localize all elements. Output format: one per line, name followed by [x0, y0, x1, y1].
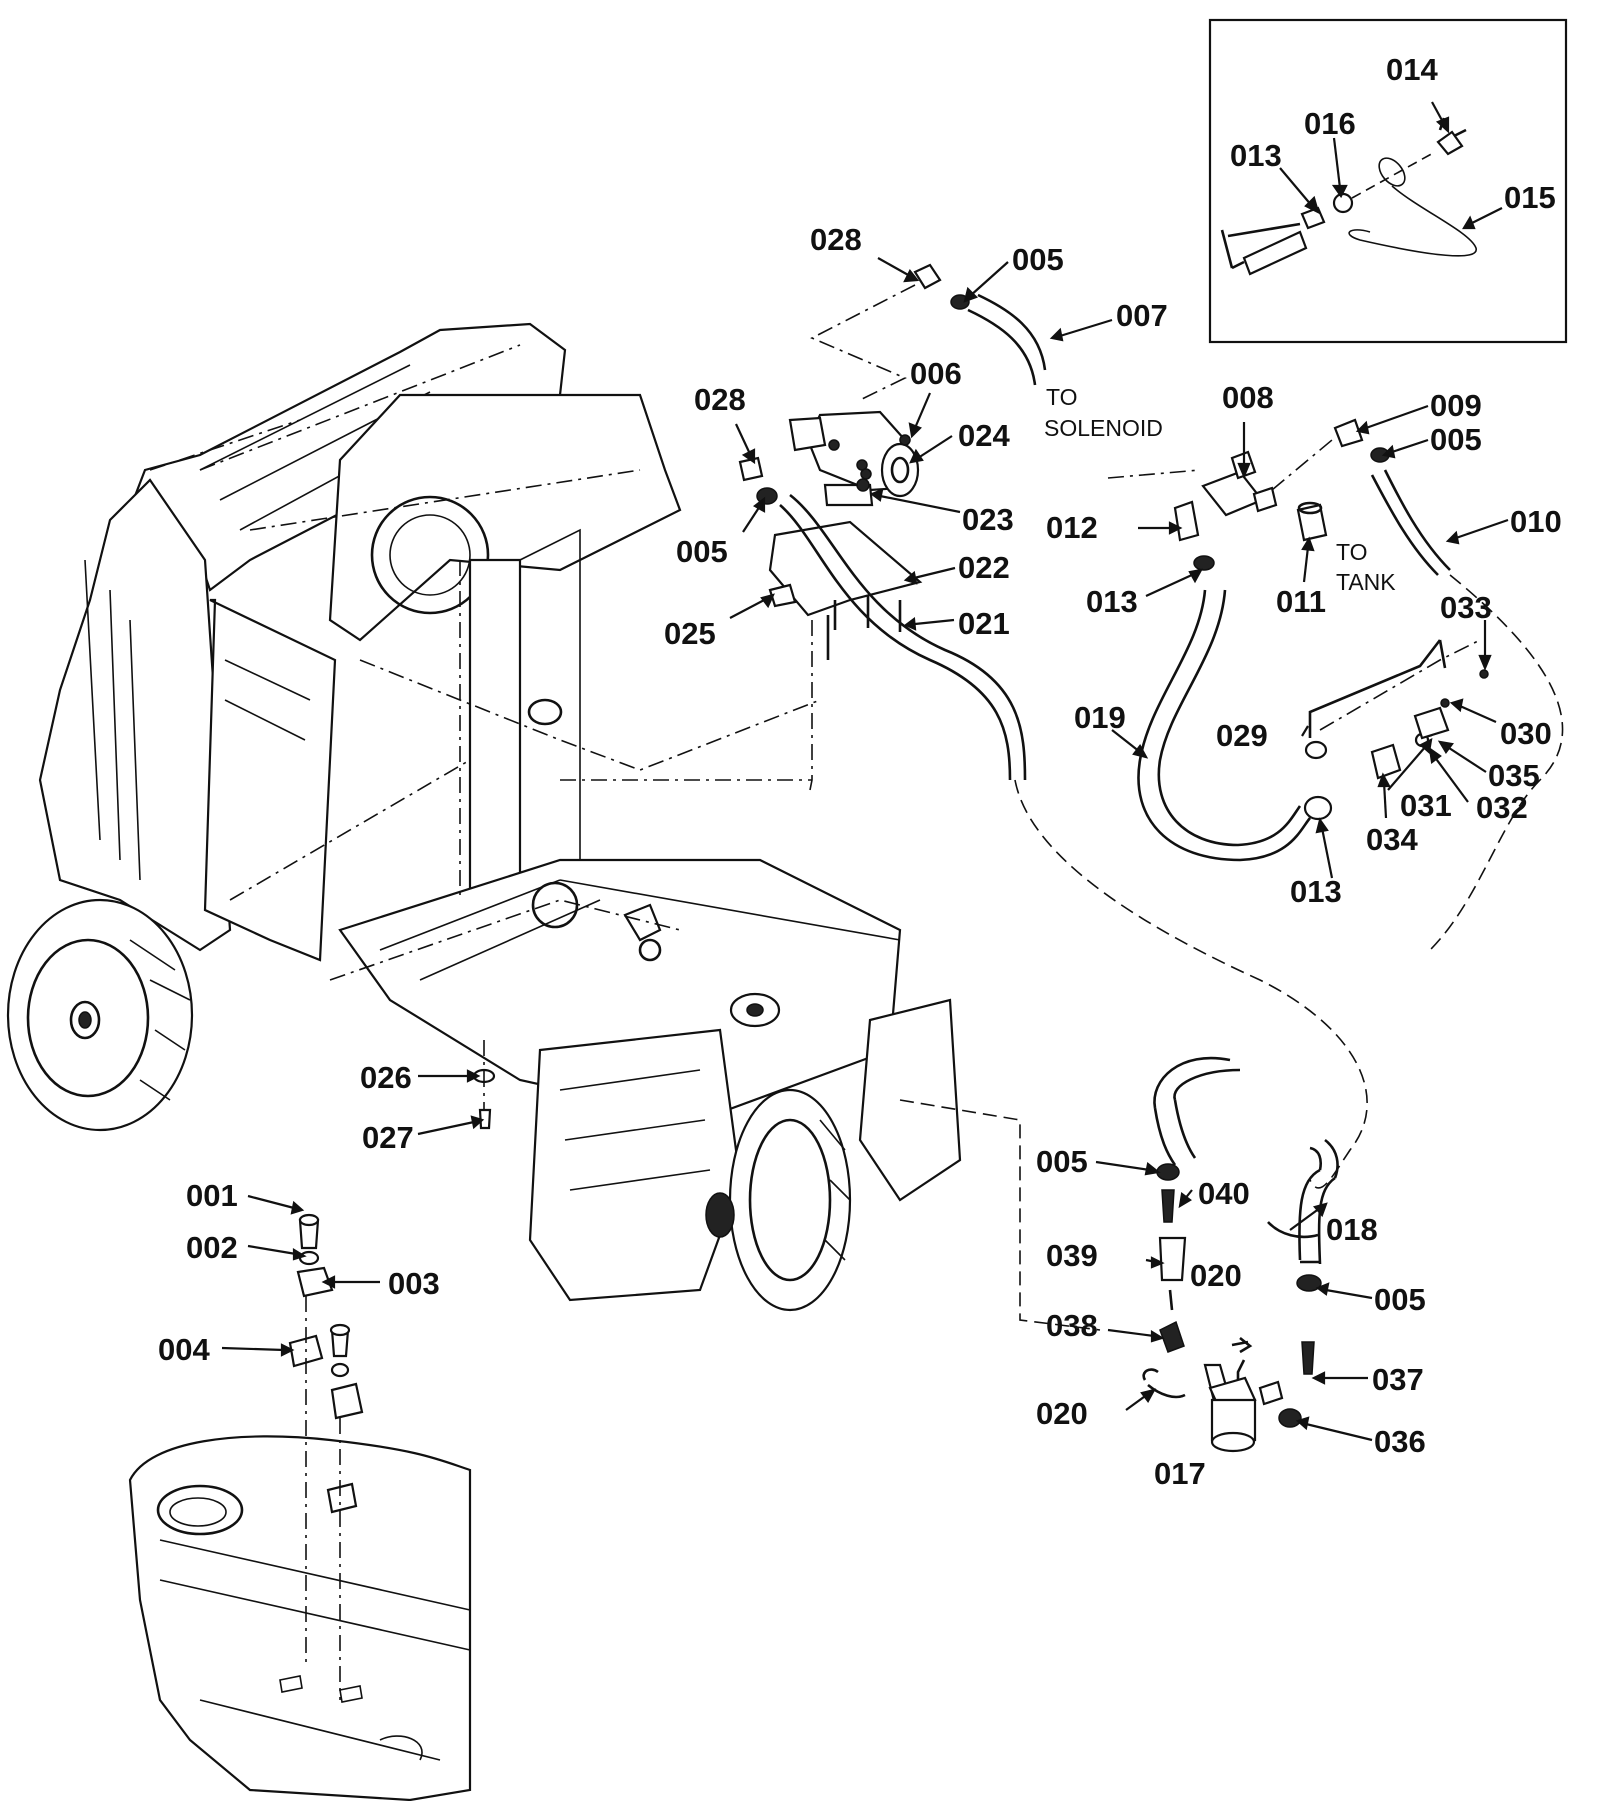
callout-032: 032 — [1476, 790, 1528, 825]
callout-035: 035 — [1488, 758, 1540, 793]
callout-010: 010 — [1510, 504, 1562, 539]
callout-002: 002 — [186, 1230, 238, 1265]
callout-009: 009 — [1430, 388, 1482, 423]
machine-frame — [6, 322, 962, 1312]
detail-inset — [1208, 18, 1568, 344]
callout-025: 025 — [664, 616, 716, 651]
callout-005-top: 005 — [1012, 242, 1064, 277]
callout-001: 001 — [186, 1178, 238, 1213]
callout-028-mid: 028 — [694, 382, 746, 417]
callout-023: 023 — [962, 502, 1014, 537]
filter-assembly — [1142, 1056, 1339, 1453]
callout-036: 036 — [1374, 1424, 1426, 1459]
note-to-tank-1: TO — [1336, 539, 1368, 565]
callout-labels: 014 016 013 015 028 005 007 TO SOLENOID … — [158, 52, 1562, 1491]
callout-003: 003 — [388, 1266, 440, 1301]
callout-034: 034 — [1366, 822, 1418, 857]
note-to-solenoid-2: SOLENOID — [1044, 415, 1163, 441]
callout-006: 006 — [910, 356, 962, 391]
callout-013-lower: 013 — [1290, 874, 1342, 909]
floor-plate-detail — [128, 1040, 496, 1801]
callout-005-mid: 005 — [676, 534, 728, 569]
callout-012: 012 — [1046, 510, 1098, 545]
callout-017: 017 — [1154, 1456, 1206, 1491]
callout-005-filter-a: 005 — [1036, 1144, 1088, 1179]
callout-028-top: 028 — [810, 222, 862, 257]
note-to-solenoid-1: TO — [1046, 384, 1078, 410]
callout-033: 033 — [1440, 590, 1492, 625]
callout-024: 024 — [958, 418, 1010, 453]
callout-022: 022 — [958, 550, 1010, 585]
callout-020-lower: 020 — [1036, 1396, 1088, 1431]
callout-029: 029 — [1216, 718, 1268, 753]
callout-011: 011 — [1276, 584, 1326, 619]
callout-005-right: 005 — [1430, 422, 1482, 457]
callout-015: 015 — [1504, 180, 1556, 215]
callout-019: 019 — [1074, 700, 1126, 735]
callout-039: 039 — [1046, 1238, 1098, 1273]
callout-030: 030 — [1500, 716, 1552, 751]
tee-assembly — [1107, 418, 1564, 951]
valve-assembly — [560, 263, 1368, 1331]
leader-arrows — [221, 101, 1509, 1442]
callout-014: 014 — [1386, 52, 1438, 87]
callout-004: 004 — [158, 1332, 210, 1367]
callout-031: 031 — [1400, 788, 1452, 823]
callout-040: 040 — [1198, 1176, 1250, 1211]
callout-007: 007 — [1116, 298, 1168, 333]
callout-018: 018 — [1326, 1212, 1378, 1247]
callout-005-filter-b: 005 — [1374, 1282, 1426, 1317]
note-to-tank-2: TANK — [1336, 569, 1396, 595]
callout-037: 037 — [1372, 1362, 1424, 1397]
callout-013-tee: 013 — [1086, 584, 1138, 619]
callout-026: 026 — [360, 1060, 412, 1095]
callout-027: 027 — [362, 1120, 414, 1155]
callout-038: 038 — [1046, 1308, 1098, 1343]
callout-016: 016 — [1304, 106, 1356, 141]
callout-020-upper: 020 — [1190, 1258, 1242, 1293]
callout-013-inset: 013 — [1230, 138, 1282, 173]
callout-008: 008 — [1222, 380, 1274, 415]
callout-021: 021 — [958, 606, 1010, 641]
